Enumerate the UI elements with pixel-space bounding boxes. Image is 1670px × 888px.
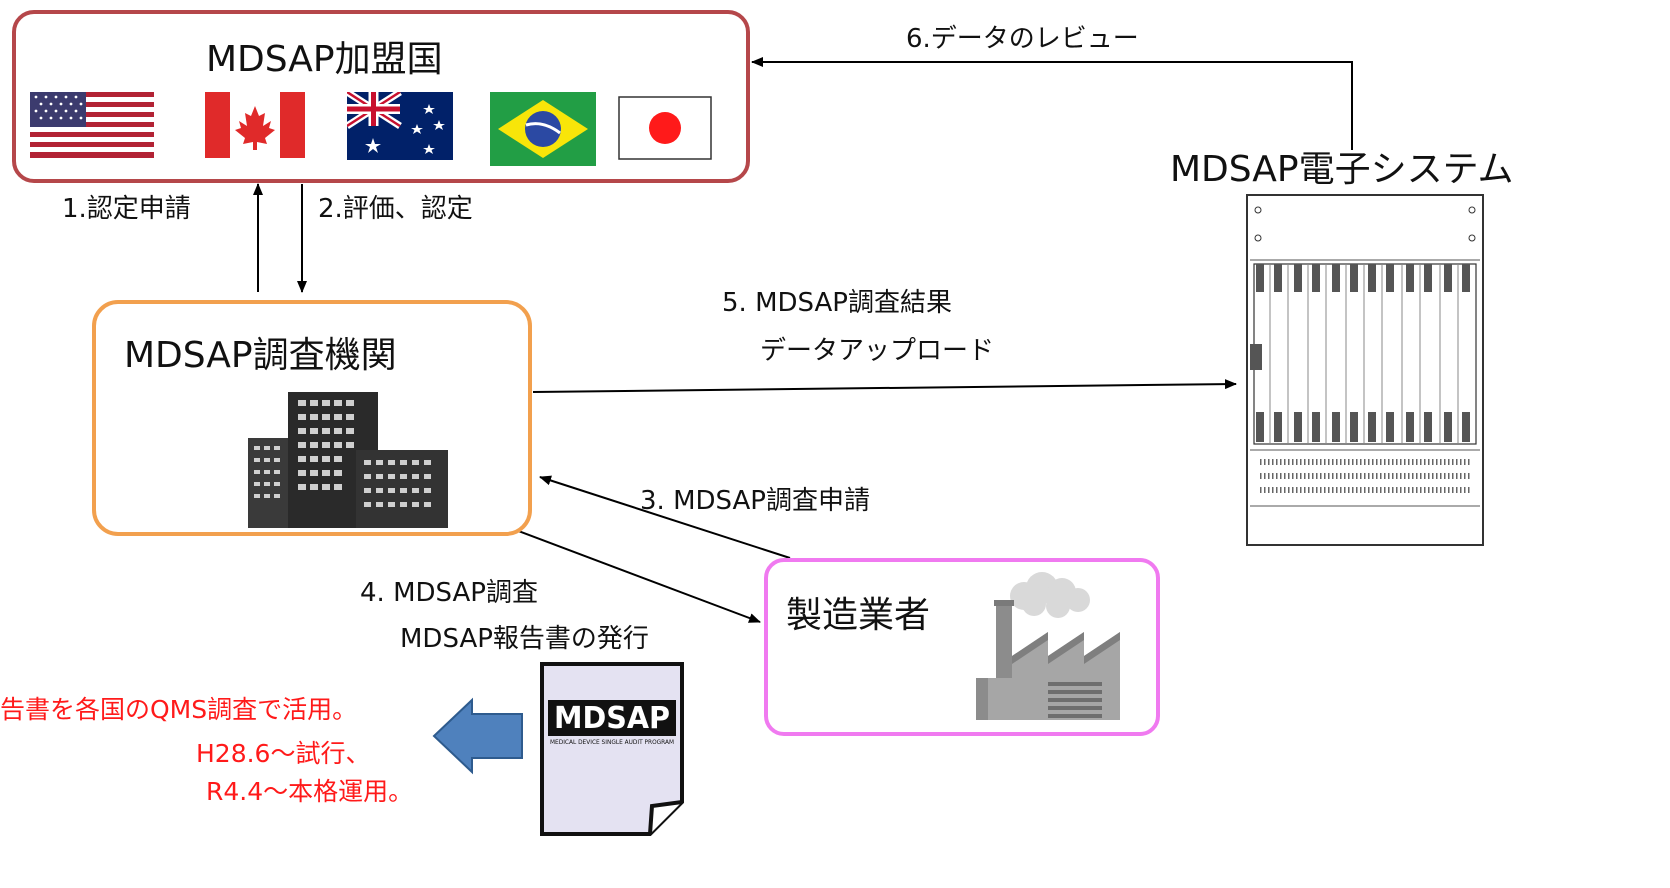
brazil-flag <box>490 92 596 166</box>
edge-label-3: 3. MDSAP調査申請 <box>640 486 870 516</box>
report-logo-text: MDSAP <box>554 701 670 736</box>
canada-flag <box>205 92 305 158</box>
factory-icon <box>976 572 1120 720</box>
audit-agency-box: MDSAP調査機関 <box>92 300 532 536</box>
edge-label-6: 6.データのレビュー <box>906 24 1139 54</box>
edge-label-4-line1: 4. MDSAP調査 <box>360 578 538 608</box>
edge-label-5-line1: 5. MDSAP調査結果 <box>722 288 952 318</box>
report-subtitle-text: MEDICAL DEVICE SINGLE AUDIT PROGRAM <box>550 739 674 746</box>
e-system-title: MDSAP電子システム <box>1170 149 1514 190</box>
server-rack-icon <box>1246 194 1484 546</box>
arrow-4-report <box>499 523 761 623</box>
audit-agency-title: MDSAP調査機関 <box>124 335 397 376</box>
japan-flag <box>618 96 712 160</box>
note-line-1: 告書を各国のQMS調査で活用。 <box>0 695 358 724</box>
manufacturer-title: 製造業者 <box>786 595 931 636</box>
edge-label-2: 2.評価、認定 <box>318 194 473 224</box>
us-flag <box>30 92 154 158</box>
member-countries-title: MDSAP加盟国 <box>206 39 443 80</box>
arrow-3-audit-request <box>539 475 791 559</box>
manufacturer-box: 製造業者 <box>764 558 1160 736</box>
office-building-icon <box>248 392 448 528</box>
australia-flag <box>347 92 453 160</box>
edge-label-5-line2: データアップロード <box>760 336 995 366</box>
edge-label-1: 1.認定申請 <box>62 194 191 224</box>
note-line-3: R4.4〜本格運用。 <box>206 777 414 806</box>
report-document-icon: MDSAP MEDICAL DEVICE SINGLE AUDIT PROGRA… <box>540 662 684 836</box>
note-line-2: H28.6〜試行、 <box>196 739 371 768</box>
arrow-5-upload <box>532 379 1237 393</box>
big-left-arrow <box>432 697 523 775</box>
arrow-6-review <box>751 57 1353 150</box>
edge-label-4-line2: MDSAP報告書の発行 <box>400 624 649 654</box>
